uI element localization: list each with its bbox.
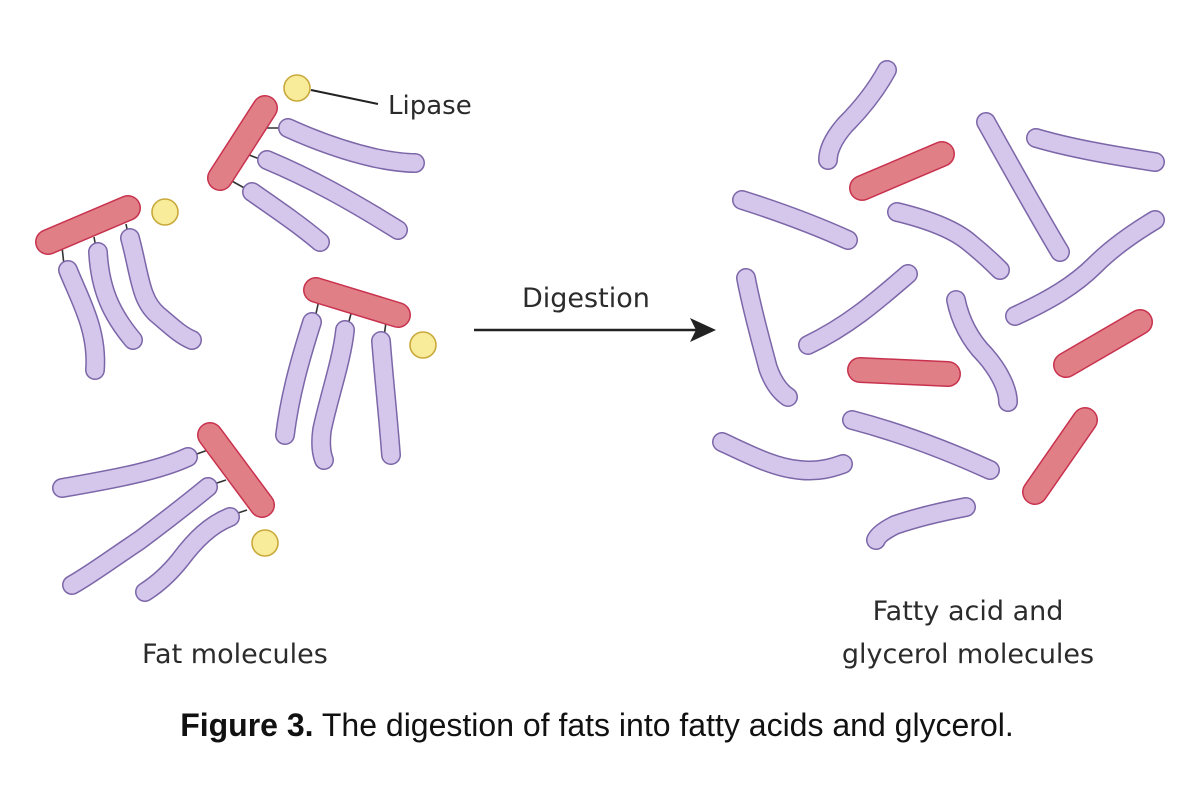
digestion-label: Digestion xyxy=(522,283,650,314)
fatty-acid xyxy=(819,61,896,169)
lipase-enzyme xyxy=(409,331,437,359)
glycerol-backbone xyxy=(304,278,410,327)
products-label-line1: Fatty acid and xyxy=(873,596,1064,627)
glycerol xyxy=(1023,408,1097,504)
fatty-acid xyxy=(843,411,999,479)
glycerol xyxy=(1054,310,1152,377)
fatty-acid xyxy=(737,269,797,406)
fatty-acid-chain xyxy=(279,119,424,172)
fatty-acid xyxy=(733,191,857,249)
fatty-acid-chain xyxy=(258,151,407,239)
fatty-acid xyxy=(1027,129,1164,171)
fatty-acid xyxy=(799,265,917,354)
digestion-arrow: Digestion xyxy=(474,283,716,342)
caption-text: The digestion of fats into fatty acids a… xyxy=(313,707,1014,743)
fat-molecule xyxy=(207,95,425,252)
fatty-acid xyxy=(1006,211,1164,325)
fat-molecules-group: Lipase xyxy=(35,74,472,602)
fatty-acid xyxy=(867,498,975,549)
figure-number: Figure 3. xyxy=(180,707,314,743)
fat-molecule xyxy=(275,277,411,470)
fatty-acid-chain xyxy=(312,321,354,469)
fatty-acid-chain xyxy=(276,313,321,444)
fatty-acid xyxy=(888,203,1009,279)
figure-caption: Figure 3. The digestion of fats into fat… xyxy=(0,707,1194,744)
fat-molecules-label: Fat molecules xyxy=(142,639,328,670)
fat-molecule xyxy=(35,195,202,380)
fatty-acid-chain xyxy=(372,332,400,464)
glycerol xyxy=(850,142,954,200)
fat-molecule xyxy=(52,422,275,602)
glycerol-backbone xyxy=(36,196,140,254)
lipase-enzyme xyxy=(283,74,311,102)
fatty-acid xyxy=(977,113,1069,261)
fatty-acid xyxy=(947,291,1017,411)
fatty-acid-chain xyxy=(53,448,197,497)
fatty-acid-chain xyxy=(59,261,104,379)
fatty-acid-chain xyxy=(136,508,239,601)
lipase-pointer-line xyxy=(310,89,379,105)
glycerol xyxy=(848,358,960,386)
arrowhead-icon xyxy=(690,318,716,342)
glycerol-backbone xyxy=(198,423,274,517)
fatty-acid-chain xyxy=(63,478,217,594)
fatty-acid-chain xyxy=(89,243,142,349)
lipase-enzyme xyxy=(151,198,179,226)
glycerol-backbone xyxy=(208,96,277,190)
digestion-products-group xyxy=(712,60,1165,550)
products-label-line2: glycerol molecules xyxy=(842,639,1094,670)
fatty-acid-chain xyxy=(121,229,201,349)
lipase-label: Lipase xyxy=(388,91,472,121)
lipase-enzyme xyxy=(251,529,279,557)
fatty-acid xyxy=(713,433,852,479)
fatty-acid-chain xyxy=(243,183,329,251)
